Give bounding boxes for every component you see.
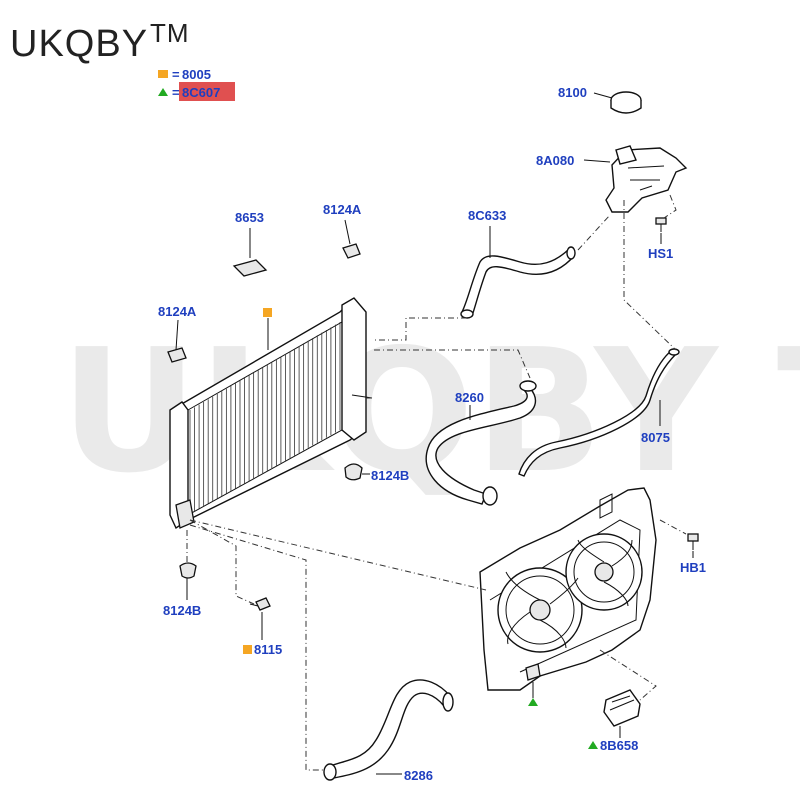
hose-8260	[425, 380, 537, 506]
label-8286: 8286	[404, 768, 433, 783]
svg-text:=: =	[172, 85, 180, 100]
label-8115: 8115	[254, 642, 282, 657]
label-8124B-bottom: 8124B	[163, 603, 201, 618]
brand-trademark: TM	[150, 18, 190, 48]
label-8124A-top: 8124A	[323, 202, 362, 217]
bracket-8124A-top	[342, 243, 361, 259]
label-HB1: HB1	[680, 560, 706, 575]
marker-8005-square-icon	[263, 308, 272, 317]
label-8B658: 8B658	[600, 738, 638, 753]
label-HS1: HS1	[648, 246, 673, 261]
svg-text:=: =	[172, 67, 180, 82]
marker-8B658-triangle-icon	[588, 741, 598, 749]
label-8653: 8653	[235, 210, 264, 225]
legend-code-8C607: 8C607	[182, 85, 220, 100]
label-8124B-right: 8124B	[371, 468, 409, 483]
part-8653-pad	[232, 259, 268, 277]
label-8075: 8075	[641, 430, 670, 445]
brand-logo: UKQBYTM	[10, 18, 190, 66]
label-8C633: 8C633	[468, 208, 506, 223]
label-8A080: 8A080	[536, 153, 574, 168]
hose-8286	[323, 679, 454, 781]
hose-8C633	[460, 246, 576, 319]
coolant-reservoir	[605, 91, 688, 213]
label-8260: 8260	[455, 390, 484, 405]
radiator	[169, 297, 373, 530]
legend-highlight	[179, 82, 235, 101]
fan-module-8B658	[603, 689, 641, 727]
legend-green-triangle-icon	[158, 88, 168, 96]
marker-8115-square-icon	[243, 645, 252, 654]
bolt-hb1	[687, 533, 699, 550]
drain-plug-8115	[249, 597, 271, 611]
cooling-fan-assembly	[479, 487, 657, 691]
marker-8C607-triangle-icon	[528, 698, 538, 706]
legend: = 8005 = 8C607	[158, 67, 235, 101]
legend-code-8005: 8005	[182, 67, 211, 82]
bracket-8124B-bottom	[179, 562, 197, 579]
label-8100: 8100	[558, 85, 587, 100]
brand-name: UKQBY	[10, 23, 149, 65]
bracket-8124B-right	[344, 463, 363, 481]
screw-hs1	[655, 217, 667, 232]
bracket-8124A-left	[167, 347, 187, 363]
legend-orange-square-icon	[158, 70, 168, 78]
hose-8075	[518, 348, 680, 477]
label-8124A-left: 8124A	[158, 304, 197, 319]
